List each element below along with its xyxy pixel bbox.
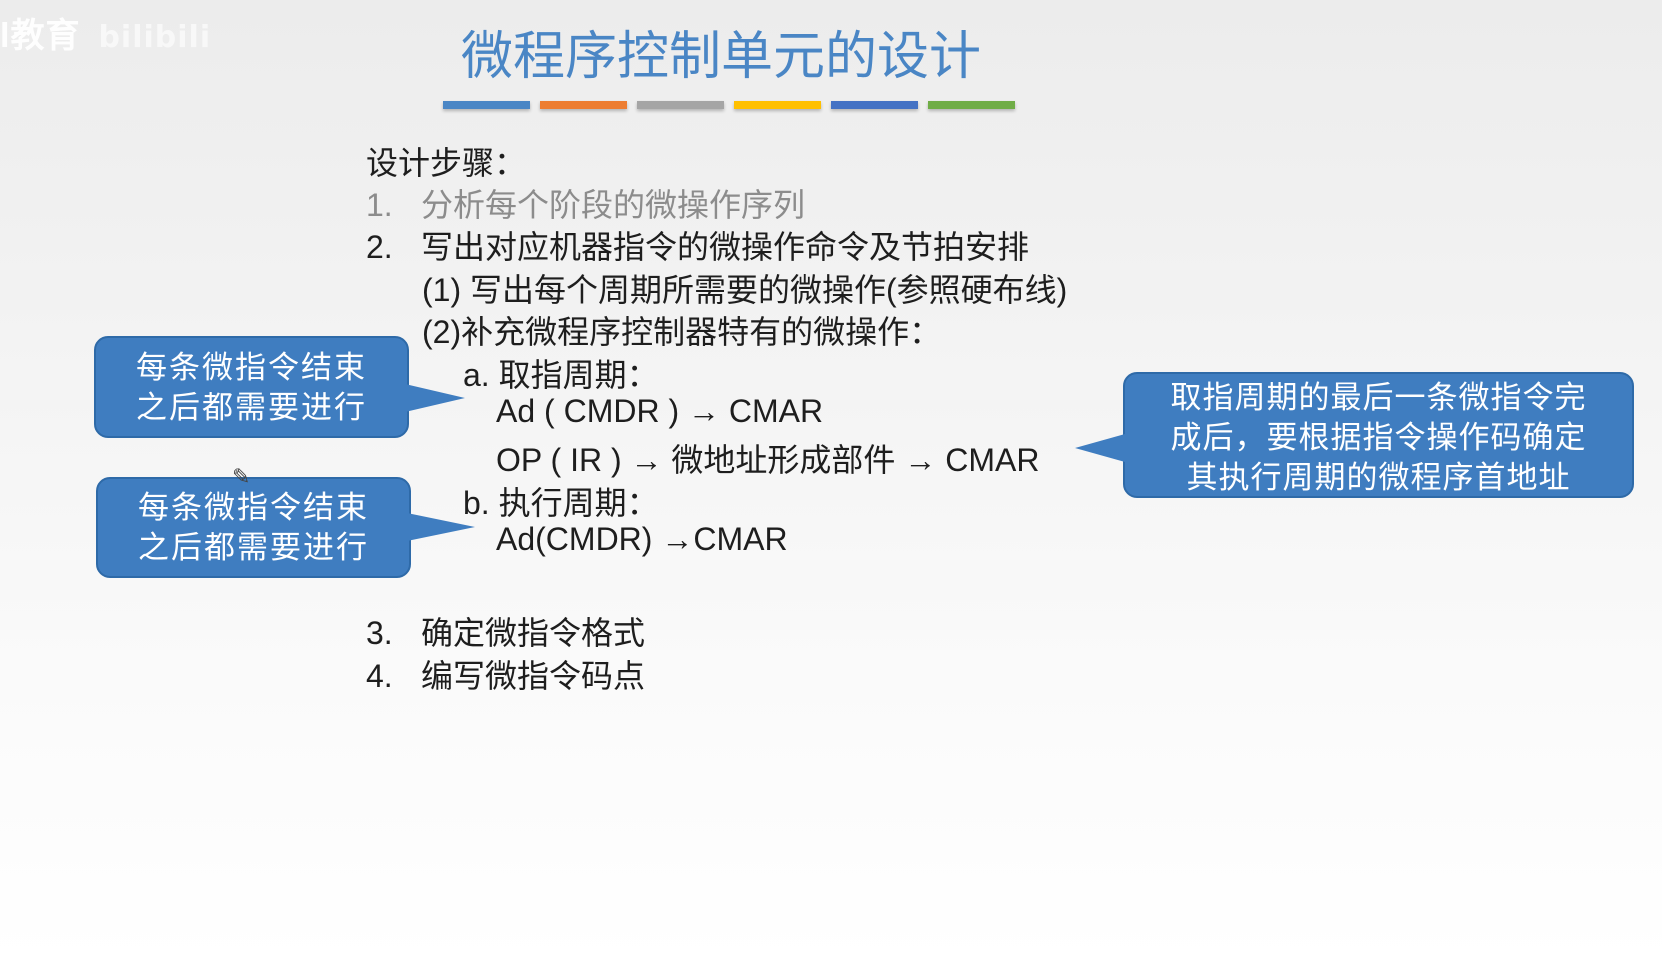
step-4-number: 4. — [366, 658, 393, 694]
callout-line: 之后都需要进行 — [136, 390, 367, 425]
step-1-text: 分析每个阶段的微操作序列 — [421, 187, 806, 223]
execute-cycle-label: b. 执行周期： — [463, 485, 659, 521]
callout-pointer — [407, 513, 475, 541]
callout-fetch-note: 每条微指令结束 之后都需要进行 — [94, 336, 465, 438]
step-1-number: 1. — [366, 187, 393, 223]
underline-segment — [928, 101, 1015, 109]
watermark: l教育 bilibili — [0, 8, 211, 57]
title-underline-bar — [443, 101, 1015, 109]
bilibili-logo-icon: bilibili — [98, 20, 212, 55]
callout-pointer — [1075, 434, 1125, 462]
step-1: 1. 分析每个阶段的微操作序列 — [366, 180, 805, 226]
callout-execute-note: 每条微指令结束 之后都需要进行 — [96, 477, 475, 578]
fetch-cycle-label: a. 取指周期： — [463, 357, 659, 393]
step-3: 3. 确定微指令格式 — [366, 608, 645, 654]
pencil-cursor-icon: ✎ — [232, 464, 251, 489]
step-3-number: 3. — [366, 615, 393, 651]
callout-line: 成后，要根据指令操作码确定 — [1170, 420, 1587, 455]
callout-line: 之后都需要进行 — [138, 530, 369, 565]
execute-microop-1: Ad(CMDR) →CMAR — [496, 521, 788, 557]
substep-2: (2)补充微程序控制器特有的微操作： — [422, 314, 942, 350]
step-2: 2. 写出对应机器指令的微操作命令及节拍安排 — [366, 222, 1029, 268]
step-2-text: 写出对应机器指令的微操作命令及节拍安排 — [421, 229, 1030, 265]
step-2-number: 2. — [366, 229, 393, 265]
callout-line: 每条微指令结束 — [136, 350, 367, 385]
fetch-microop-2: OP ( IR ) → 微地址形成部件 → CMAR — [496, 442, 1040, 478]
step-3-text: 确定微指令格式 — [421, 615, 646, 651]
page-title: 微程序控制单元的设计 — [460, 28, 981, 86]
watermark-text: l教育 — [0, 17, 81, 55]
underline-segment — [734, 101, 821, 109]
callout-pointer — [405, 384, 465, 412]
callout-address-note: 取指周期的最后一条微指令完 成后，要根据指令操作码确定 其执行周期的微程序首地址 — [1075, 372, 1634, 498]
steps-heading: 设计步骤： — [366, 145, 527, 181]
callout-line: 取指周期的最后一条微指令完 — [1170, 380, 1587, 415]
underline-segment — [540, 101, 627, 109]
underline-segment — [637, 101, 724, 109]
underline-segment — [831, 101, 918, 109]
underline-segment — [443, 101, 530, 109]
callout-line: 每条微指令结束 — [138, 490, 369, 525]
step-4-text: 编写微指令码点 — [421, 658, 646, 694]
callout-line: 其执行周期的微程序首地址 — [1186, 460, 1571, 495]
fetch-microop-1: Ad ( CMDR ) → CMAR — [496, 393, 824, 429]
step-4: 4. 编写微指令码点 — [366, 651, 645, 697]
substep-1: (1) 写出每个周期所需要的微操作(参照硬布线) — [422, 272, 1068, 308]
